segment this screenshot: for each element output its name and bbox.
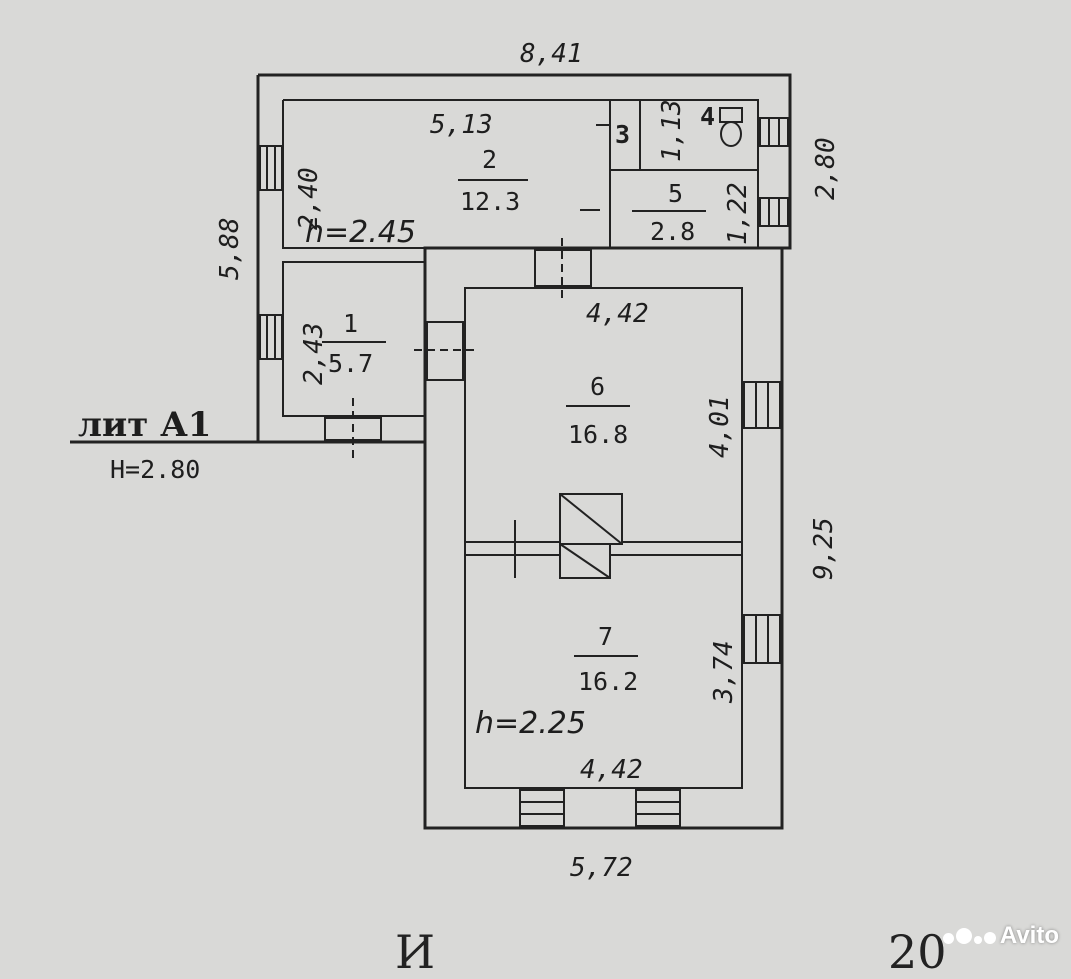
dim-right-bottom: 9,25 [809, 517, 839, 580]
room3-id: 3 [615, 120, 630, 149]
room2-depth: 2,40 [294, 167, 324, 230]
dim-top-width: 8,41 [520, 39, 583, 69]
room7-id: 7 [598, 622, 613, 651]
room1-dim: 2,43 [299, 322, 329, 385]
room2-id: 2 [482, 145, 497, 174]
stove-icon [559, 493, 623, 579]
room1-id: 1 [343, 309, 358, 338]
room5-area: 2.8 [650, 217, 695, 246]
room1-area: 5.7 [328, 349, 373, 378]
room4-id: 4 [700, 102, 715, 131]
dim-left-height: 5,88 [215, 217, 245, 280]
room7-area: 16.2 [578, 667, 638, 696]
annex-height: H=2.80 [110, 455, 200, 484]
bottom-text-right: 20 [888, 925, 947, 979]
room5-dim: 1,22 [723, 182, 753, 245]
doors [324, 124, 610, 578]
avito-dots-icon [942, 928, 996, 944]
room6-depth: 4,01 [705, 395, 735, 458]
height-upper: h=2.45 [305, 215, 416, 250]
room6-id: 6 [590, 372, 605, 401]
height-lower: h=2.25 [475, 706, 586, 741]
annex-label: лит А1 [78, 405, 211, 445]
windows [259, 117, 789, 827]
room6-area: 16.8 [568, 420, 628, 449]
room4-dim: 1,13 [657, 99, 687, 162]
room2-area: 12.3 [460, 187, 520, 216]
room7-width: 4,42 [580, 755, 643, 785]
room2-width: 5,13 [430, 110, 493, 140]
toilet-icon [719, 107, 743, 147]
avito-watermark: Avito [942, 922, 1059, 950]
avito-watermark-text: Avito [999, 922, 1059, 949]
room6-width: 4,42 [586, 299, 649, 329]
bottom-text-left: И [395, 925, 436, 979]
room7-depth: 3,74 [709, 640, 739, 704]
dim-bottom-width: 5,72 [570, 853, 633, 883]
dim-right-top: 2,80 [811, 137, 841, 200]
room5-id: 5 [668, 179, 683, 208]
